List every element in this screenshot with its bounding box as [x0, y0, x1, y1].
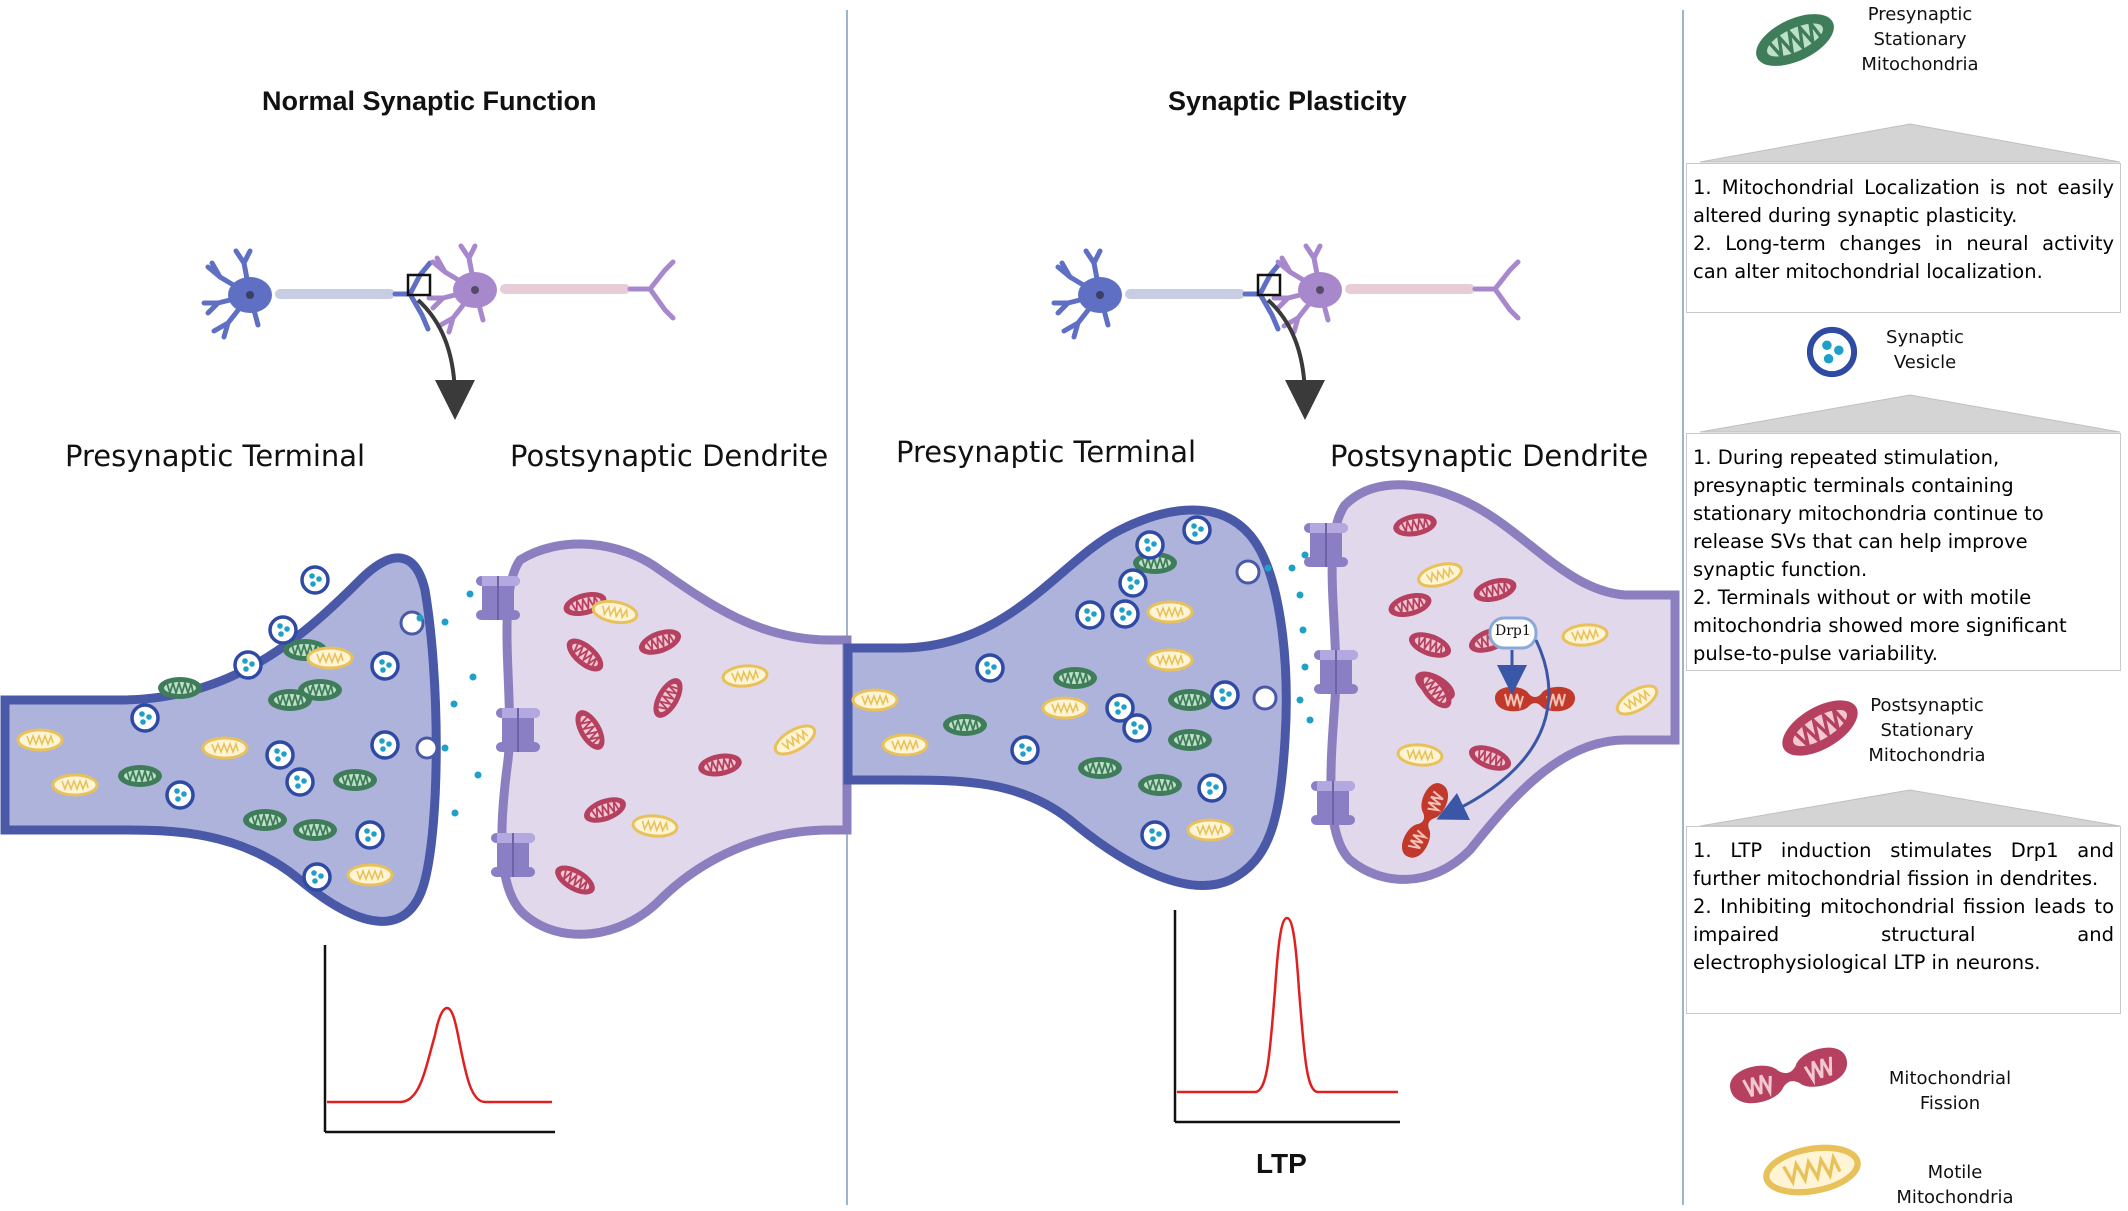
legend-box-3: 1. LTP induction stimulates Drp1 and fur…: [1686, 826, 2121, 1014]
legend-motile-icon: [1763, 1141, 1861, 1198]
legend-box-3-point-1: 1. LTP induction stimulates Drp1 and fur…: [1693, 839, 2114, 890]
legend-box-1-point-1: 1. Mitochondrial Localization is not eas…: [1693, 176, 2114, 227]
middle-panel-title: Synaptic Plasticity: [1168, 86, 1407, 116]
legend-fission-line: Fission: [1919, 1093, 1981, 1114]
left-presynaptic-label: Presynaptic Terminal: [65, 439, 366, 473]
legend-presynaptic-mito-line: Mitochondria: [1861, 54, 1979, 75]
middle-presynaptic-label: Presynaptic Terminal: [896, 435, 1197, 469]
left-presynaptic-terminal: [0, 553, 441, 926]
middle-neurons-icon: [1054, 246, 1521, 420]
legend-postsynaptic-mito-line: Stationary: [1880, 720, 1974, 741]
legend-triangle-2: [1699, 394, 2121, 433]
legend-vesicle-icon: [1810, 330, 1854, 374]
left-neurons-icon: [204, 246, 676, 420]
legend-motile-line: Motile: [1927, 1162, 1983, 1183]
legend-presynaptic-mito-line: Stationary: [1873, 29, 1967, 50]
legend-box-2-point-1: 1. During repeated stimulation, presynap…: [1693, 446, 2044, 581]
drp1-annotation: [1436, 616, 1551, 820]
left-neurotransmitters: [416, 590, 482, 817]
legend-vesicle-line: Vesicle: [1893, 352, 1957, 373]
left-postsynaptic-dendrite: [475, 539, 852, 939]
legend-postsynaptic-mito-label: Postsynaptic Stationary Mitochondria: [1852, 693, 2002, 768]
left-panel-title: Normal Synaptic Function: [262, 86, 597, 116]
legend-box-1-point-2: 2. Long-term changes in neural activity …: [1693, 232, 2114, 283]
ltp-label: LTP: [1256, 1148, 1307, 1179]
legend-vesicle-line: Synaptic: [1886, 327, 1964, 348]
legend-box-1: 1. Mitochondrial Localization is not eas…: [1686, 163, 2121, 313]
legend-motile-label: Motile Mitochondria: [1880, 1160, 2030, 1210]
ltp-graph: [1173, 910, 1400, 1124]
legend-box-2: 1. During repeated stimulation, presynap…: [1686, 433, 2121, 671]
legend-fission-label: Mitochondrial Fission: [1875, 1066, 2025, 1116]
legend-box-2-point-2: 2. Terminals without or with motile mito…: [1693, 586, 2067, 665]
legend-triangle-3: [1699, 789, 2121, 827]
legend-box-3-point-2: 2. Inhibiting mitochondrial fission lead…: [1693, 895, 2114, 974]
legend-fission-line: Mitochondrial: [1888, 1068, 2012, 1089]
legend-vesicle-label: Synaptic Vesicle: [1865, 325, 1985, 375]
left-postsynaptic-label: Postsynaptic Dendrite: [510, 439, 829, 473]
legend-postsynaptic-mito-line: Mitochondria: [1868, 745, 1986, 766]
legend-fission-icon: [1724, 1041, 1854, 1111]
legend-triangle-1: [1699, 123, 2121, 163]
middle-neurotransmitters: [1264, 551, 1314, 724]
legend-presynaptic-mito-line: Presynaptic: [1867, 4, 1973, 25]
middle-presynaptic-terminal: [843, 505, 1291, 890]
drp1-label: Drp1: [1495, 623, 1531, 639]
legend-presynaptic-mito-label: Presynaptic Stationary Mitochondria: [1820, 2, 2020, 77]
left-graph: [323, 945, 555, 1134]
legend-motile-line: Mitochondria: [1896, 1187, 2014, 1208]
legend-postsynaptic-mito-line: Postsynaptic: [1870, 695, 1984, 716]
middle-postsynaptic-label: Postsynaptic Dendrite: [1330, 439, 1649, 473]
middle-postsynaptic-dendrite: [1303, 480, 1680, 884]
